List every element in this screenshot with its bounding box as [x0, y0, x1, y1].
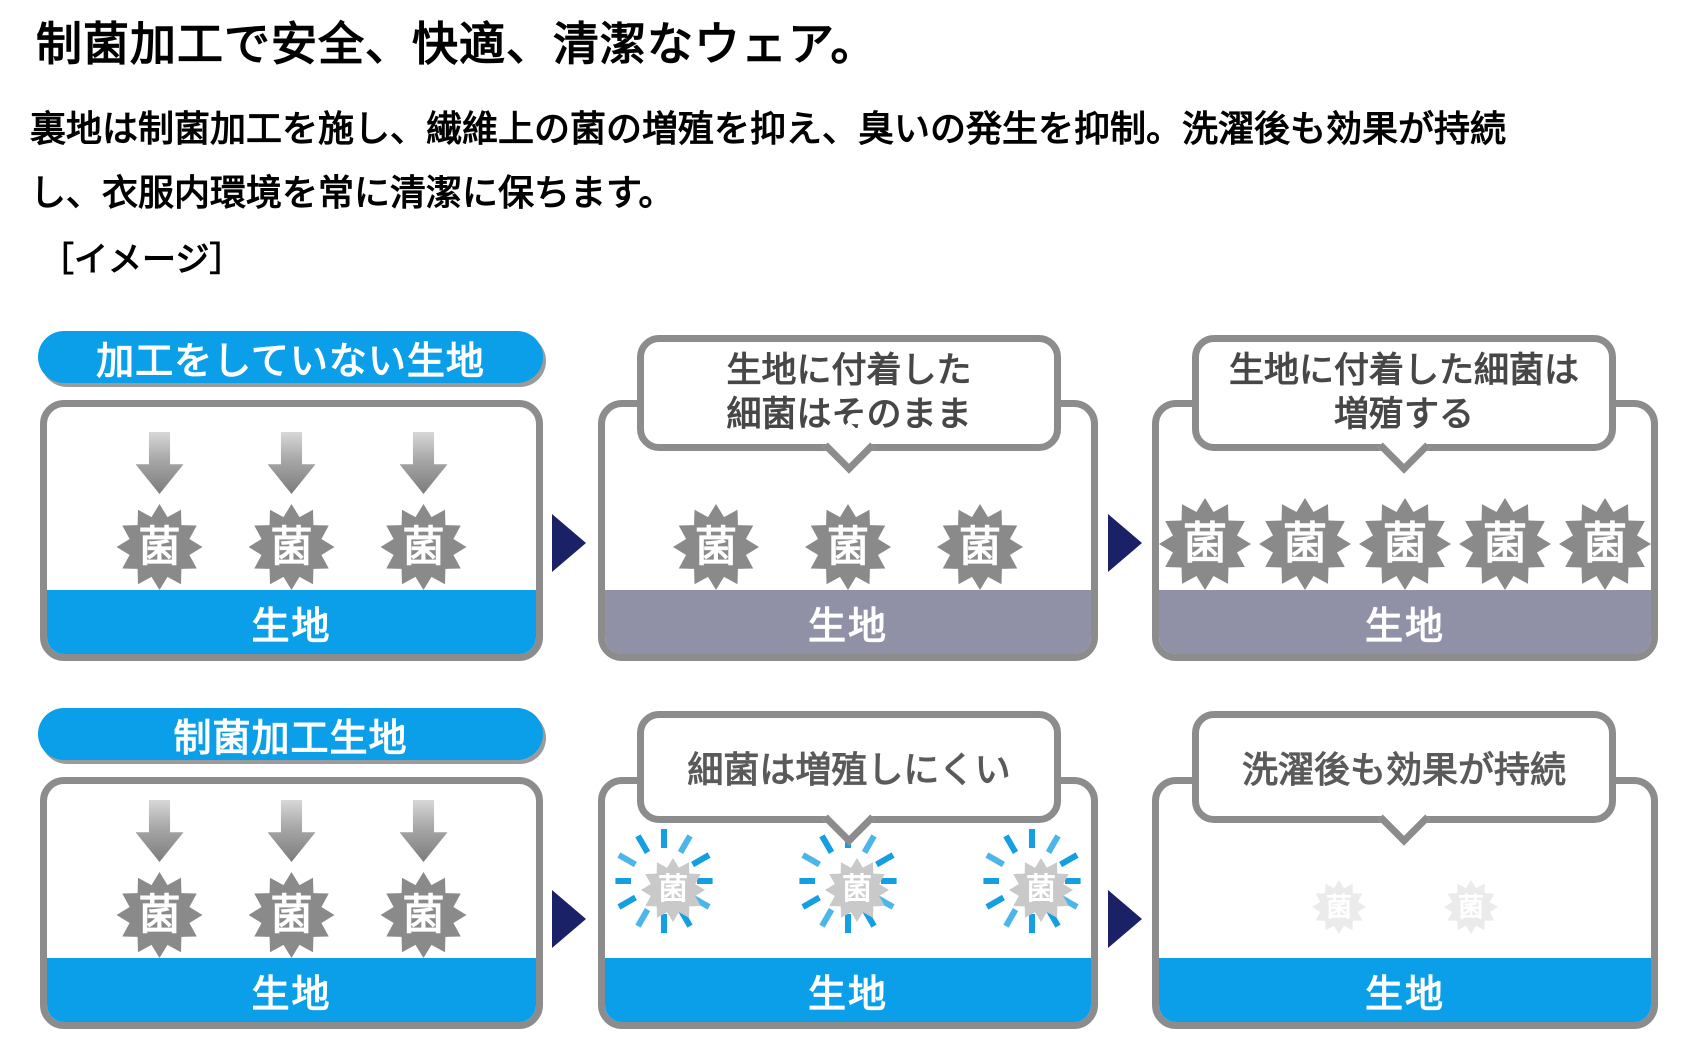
fabric-band: 生地 — [605, 590, 1091, 654]
falling-germ-group: 菌 — [380, 800, 467, 958]
bacteria-character: 菌 — [958, 523, 1001, 570]
bacteria-character: 菌 — [1583, 519, 1627, 568]
bacteria-icon: 菌 — [805, 504, 891, 590]
germ-row: 菌 菌 菌 — [47, 800, 536, 958]
inhibited-bacteria-icon: 菌 — [605, 822, 723, 958]
bacteria-character: 菌 — [826, 523, 869, 570]
intro-text-line1: 裏地は制菌加工を施し、繊維上の菌の増殖を抑え、臭いの発生を抑制。洗濯後も効果が持… — [30, 108, 1507, 149]
bacteria-icon: 菌 — [380, 872, 467, 958]
fabric-label: 生地 — [807, 973, 888, 1016]
bacteria-character: 菌 — [1183, 519, 1227, 568]
untreated-fabric-pill: 加工をしていない生地 — [38, 331, 543, 383]
flow-arrow-icon — [1108, 514, 1142, 572]
bacteria-icon: 菌 — [1359, 498, 1451, 590]
flow-arrow-icon — [552, 514, 586, 572]
fabric-band: 生地 — [47, 958, 536, 1022]
bacteria-icon: 菌 — [937, 504, 1023, 590]
down-arrow-icon — [399, 800, 448, 862]
page-title: 制菌加工で安全、快適、清潔なウェア。 — [36, 18, 878, 70]
treated-fabric-pill: 制菌加工生地 — [38, 708, 543, 760]
bubble-text-line1: 生地に付着した — [726, 350, 972, 390]
fabric-band: 生地 — [1159, 590, 1651, 654]
faded-bacteria-icon: 菌 — [1312, 880, 1366, 934]
fabric-label: 生地 — [251, 605, 332, 648]
bacteria-icon: 菌 — [1559, 498, 1651, 590]
bacteria-icon: 菌 — [1159, 498, 1251, 590]
fabric-label: 生地 — [1364, 605, 1445, 648]
bacteria-character: 菌 — [402, 523, 445, 570]
falling-germ-group: 菌 — [248, 800, 335, 958]
down-arrow-icon — [135, 432, 184, 494]
bacteria-character: 菌 — [1457, 892, 1484, 922]
flow-arrow-icon — [552, 890, 586, 948]
bacteria-icon: 菌 — [248, 872, 335, 958]
falling-germ-group: 菌 — [116, 432, 203, 590]
bacteria-icon: 菌 — [116, 504, 203, 590]
bacteria-icon: 菌 — [673, 504, 759, 590]
bacteria-icon: 菌 — [1259, 498, 1351, 590]
bacteria-character: 菌 — [1325, 892, 1352, 922]
bubble-text-line1: 生地に付着した細菌は — [1228, 350, 1579, 390]
inhibited-bacteria-icon: 菌 — [973, 822, 1091, 958]
bacteria-character: 菌 — [1026, 873, 1056, 906]
speech-bubble-germs-inhibited: 細菌は増殖しにくい — [637, 711, 1061, 846]
fabric-band: 生地 — [605, 958, 1091, 1022]
falling-germ-group: 菌 — [380, 432, 467, 590]
bacteria-character: 菌 — [138, 523, 181, 570]
fabric-label: 生地 — [1364, 973, 1445, 1016]
image-caption-label: ［イメージ］ — [40, 241, 244, 279]
bacteria-character: 菌 — [1483, 519, 1527, 568]
flow-arrow-icon — [1108, 890, 1142, 948]
bacteria-icon: 菌 — [248, 504, 335, 590]
bacteria-character: 菌 — [658, 873, 688, 906]
fabric-band: 生地 — [1159, 958, 1651, 1022]
bacteria-character: 菌 — [1383, 519, 1427, 568]
down-arrow-icon — [267, 800, 316, 862]
bubble-text-line1: 細菌は増殖しにくい — [687, 749, 1011, 790]
bacteria-icon: 菌 — [1459, 498, 1551, 590]
falling-germ-group: 菌 — [116, 800, 203, 958]
speech-bubble-effect-persists: 洗濯後も効果が持続 — [1192, 711, 1616, 846]
inhibited-bacteria-icon: 菌 — [789, 822, 907, 958]
bacteria-character: 菌 — [842, 873, 872, 906]
fabric-band: 生地 — [47, 590, 536, 654]
bacteria-character: 菌 — [1283, 519, 1327, 568]
germ-row: 菌 菌 菌 — [605, 822, 1091, 958]
bacteria-character: 菌 — [270, 891, 313, 938]
panel-untreated-start: 菌 菌 菌 生地 — [40, 400, 543, 661]
germ-row: 菌 菌 菌 菌 菌 — [1159, 498, 1651, 590]
germ-row: 菌 菌 菌 — [605, 504, 1091, 590]
bacteria-character: 菌 — [402, 891, 445, 938]
bacteria-character: 菌 — [138, 891, 181, 938]
germ-row: 菌 菌 — [1159, 880, 1651, 958]
speech-bubble-germs-remain: 生地に付着した 細菌はそのまま — [637, 335, 1061, 474]
bacteria-character: 菌 — [270, 523, 313, 570]
down-arrow-icon — [267, 432, 316, 494]
intro-text-line2: し、衣服内環境を常に清潔に保ちます。 — [30, 172, 675, 213]
down-arrow-icon — [399, 432, 448, 494]
bacteria-icon: 菌 — [116, 872, 203, 958]
down-arrow-icon — [135, 800, 184, 862]
speech-bubble-germs-multiply: 生地に付着した細菌は 増殖する — [1192, 335, 1616, 474]
panel-treated-start: 菌 菌 菌 生地 — [40, 777, 543, 1029]
faded-bacteria-icon: 菌 — [1444, 880, 1498, 934]
germ-row: 菌 菌 菌 — [47, 432, 536, 590]
bacteria-character: 菌 — [694, 523, 737, 570]
falling-germ-group: 菌 — [248, 432, 335, 590]
fabric-label: 生地 — [251, 973, 332, 1016]
bubble-text-line1: 洗濯後も効果が持続 — [1241, 749, 1566, 790]
fabric-label: 生地 — [807, 605, 888, 648]
bacteria-icon: 菌 — [380, 504, 467, 590]
